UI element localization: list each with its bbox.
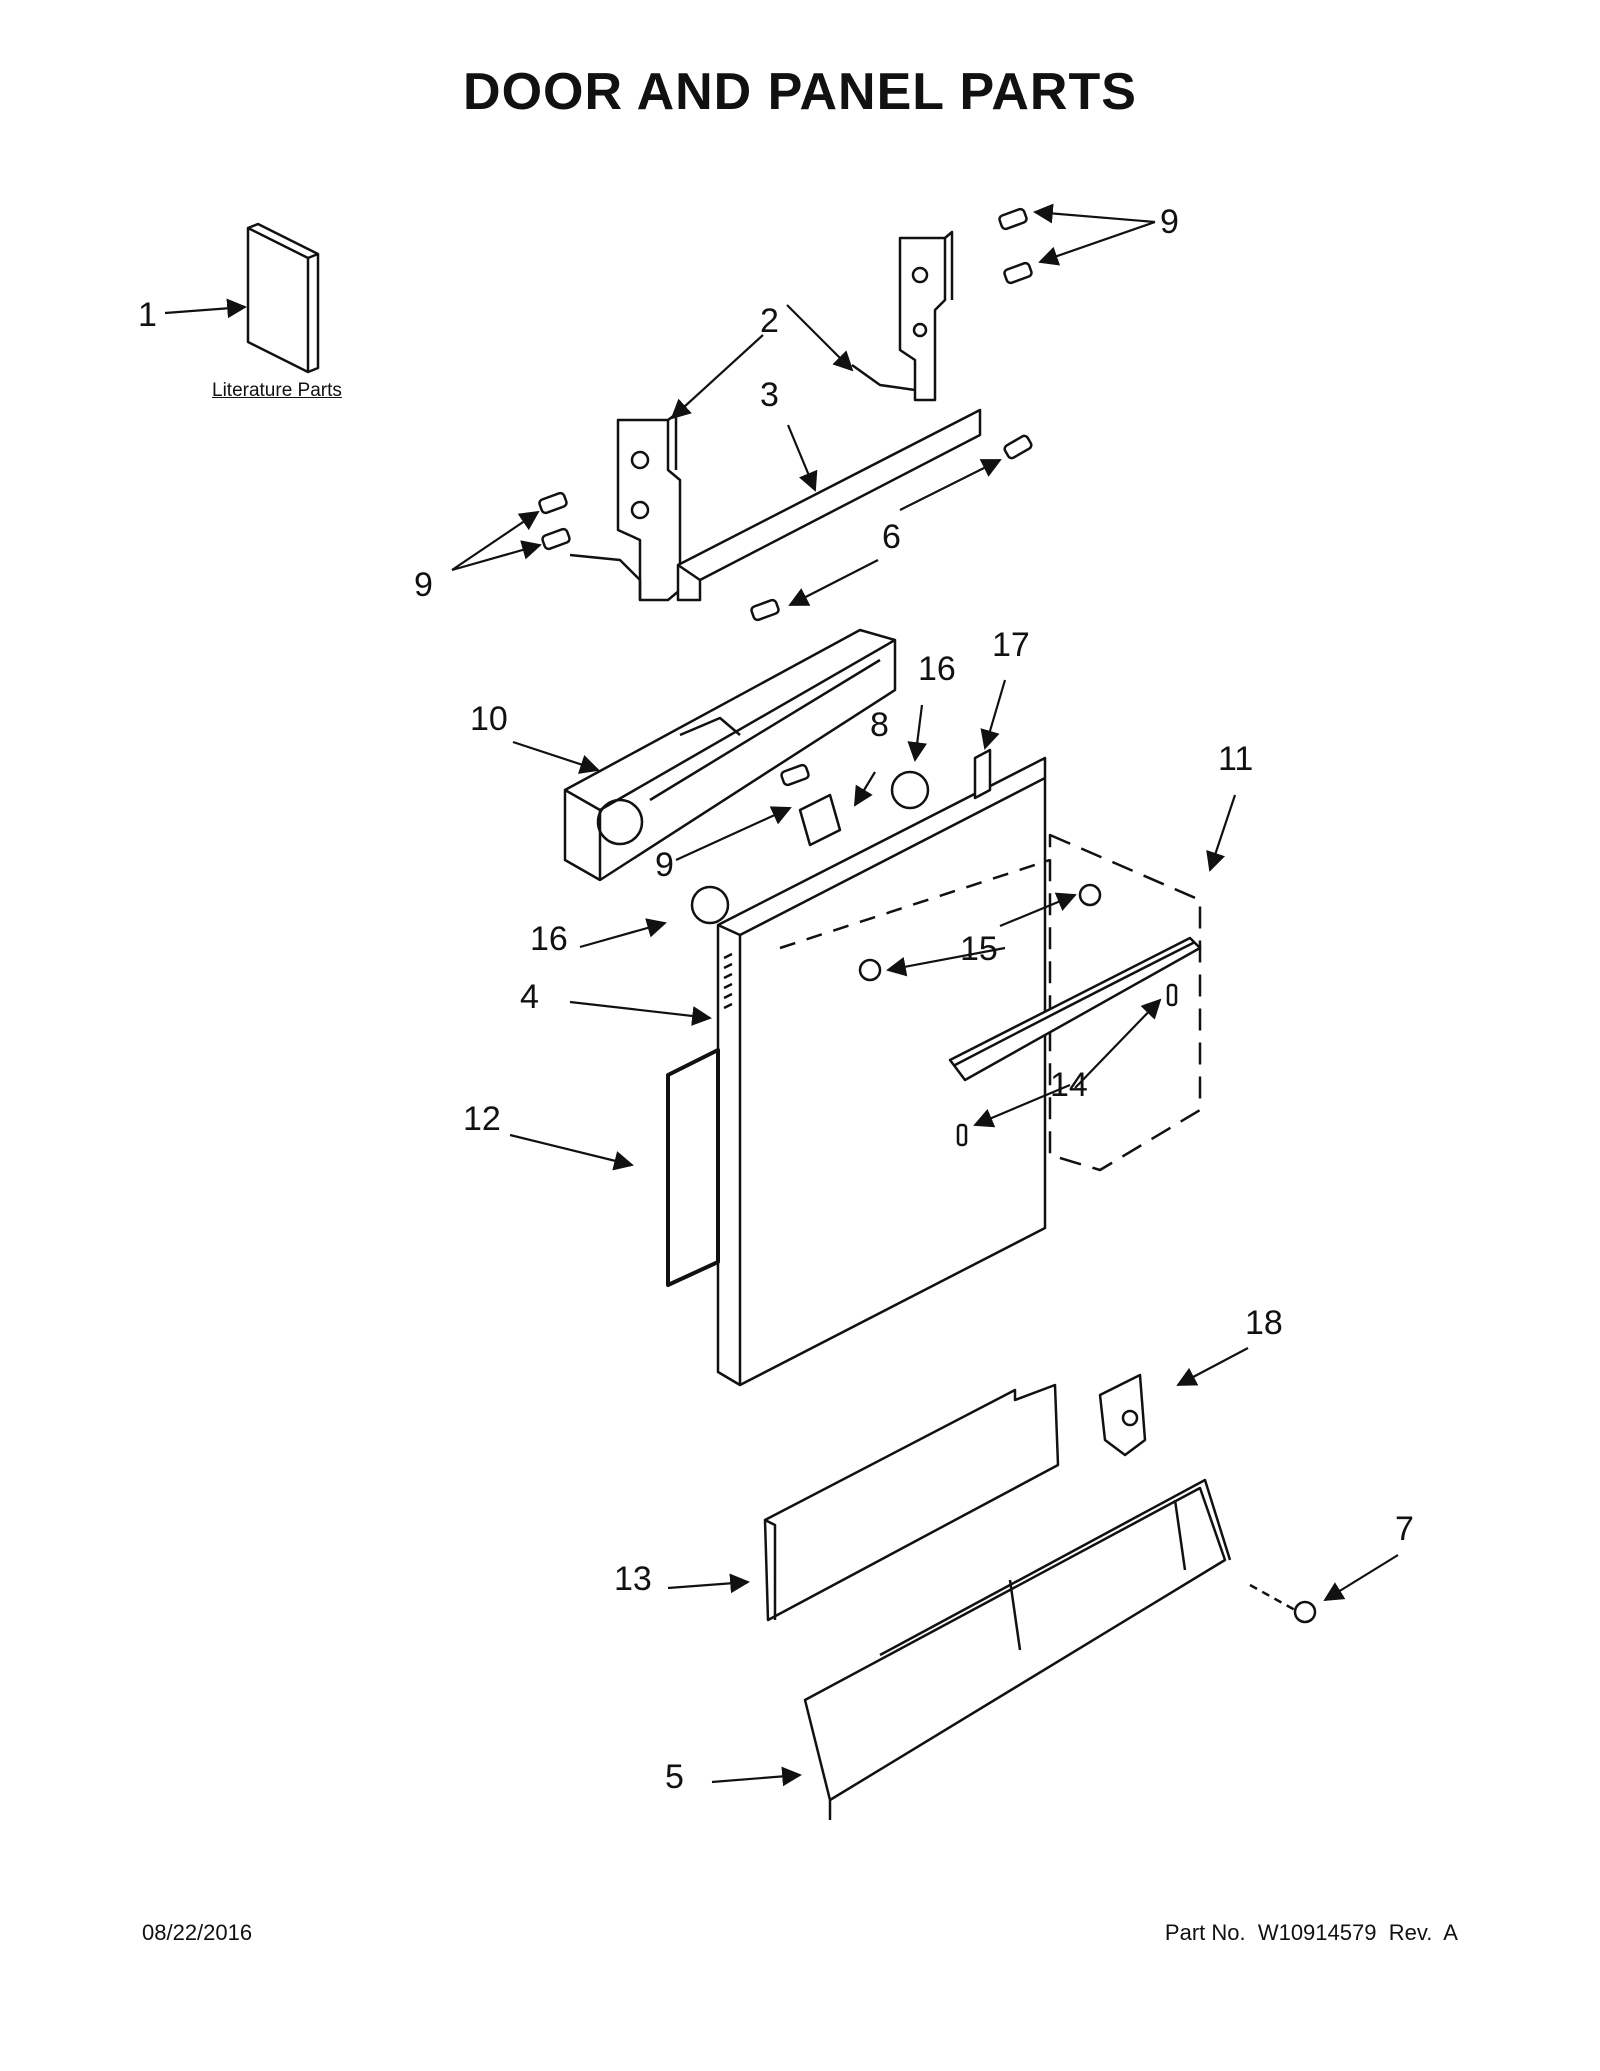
callout-6: 6	[882, 518, 901, 556]
page-title: DOOR AND PANEL PARTS	[463, 63, 1137, 121]
callout-16-left: 16	[530, 920, 568, 958]
callout-14: 14	[1050, 1066, 1088, 1104]
callout-13: 13	[614, 1560, 652, 1598]
callout-15: 15	[960, 930, 998, 968]
callout-5: 5	[665, 1758, 684, 1796]
callout-7: 7	[1395, 1510, 1414, 1548]
toe-screw	[1249, 1583, 1317, 1624]
bracket-right	[851, 230, 954, 402]
front-rail	[676, 408, 982, 602]
callout-1: 1	[138, 296, 157, 334]
callout-8: 8	[870, 706, 889, 744]
callout-4: 4	[520, 978, 539, 1016]
clip	[1098, 1373, 1147, 1457]
footer-date: 08/22/2016	[142, 1920, 253, 1945]
footer-part-number: Part No. W10914579 Rev. A	[1164, 1920, 1458, 1945]
insulation-pad	[763, 1383, 1060, 1622]
screws	[538, 207, 1033, 787]
handle-kit	[779, 833, 1202, 1172]
control-panel	[563, 628, 897, 882]
literature-parts-label: Literature Parts	[212, 380, 342, 401]
outer-door-panel	[716, 756, 1047, 1387]
callout-9-top: 9	[1160, 203, 1179, 241]
callout-11: 11	[1218, 740, 1254, 778]
callout-18: 18	[1245, 1304, 1283, 1342]
callout-2: 2	[760, 302, 779, 340]
callout-16-top: 16	[918, 650, 956, 688]
bracket-left	[569, 412, 682, 602]
callout-9-panel: 9	[655, 846, 674, 884]
literature-booklet	[246, 222, 320, 374]
callout-9-left: 9	[414, 566, 433, 604]
callout-10: 10	[470, 700, 508, 738]
toe-panel	[803, 1478, 1232, 1820]
door-gasket	[666, 1048, 720, 1287]
leader-lines	[164, 203, 1399, 1787]
callout-12: 12	[463, 1100, 501, 1138]
callout-3: 3	[760, 376, 779, 414]
callout-17: 17	[992, 626, 1030, 664]
hinge-parts	[690, 748, 992, 925]
